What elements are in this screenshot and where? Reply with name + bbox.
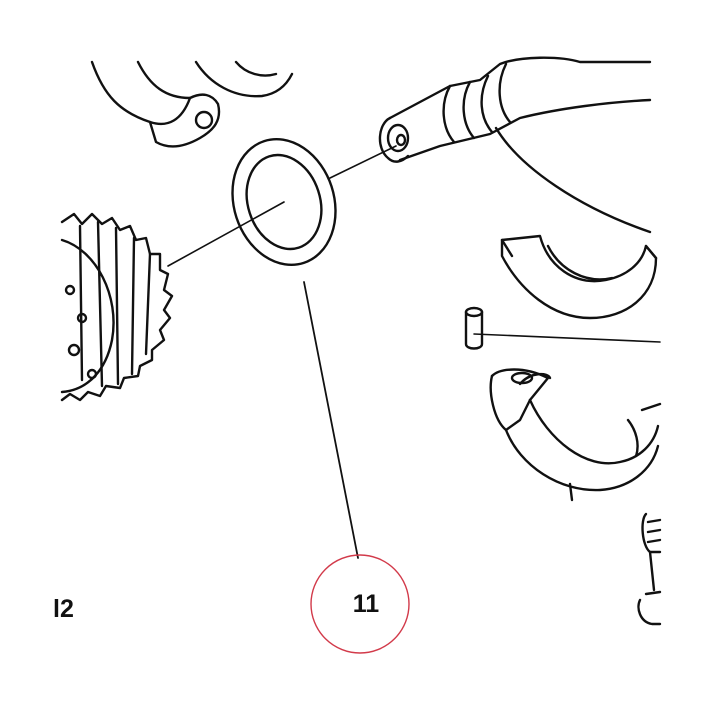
crankshaft-end-icon xyxy=(378,56,652,234)
cap-bolt-icon xyxy=(637,512,662,626)
leader-line-11 xyxy=(303,281,359,559)
alignment-line-icon xyxy=(167,145,661,343)
bearing-cap-top-left-icon xyxy=(90,60,294,148)
bearing-cap-lower-icon xyxy=(489,368,662,502)
callout-circle-11 xyxy=(310,554,410,654)
callout-number-11: 11 xyxy=(352,590,380,618)
dowel-pin-icon xyxy=(464,306,484,350)
bearing-shell-icon xyxy=(500,234,658,320)
thrust-washer-icon xyxy=(231,138,337,266)
crank-gear-icon xyxy=(60,212,174,402)
edge-number-label: l2 xyxy=(53,595,74,623)
